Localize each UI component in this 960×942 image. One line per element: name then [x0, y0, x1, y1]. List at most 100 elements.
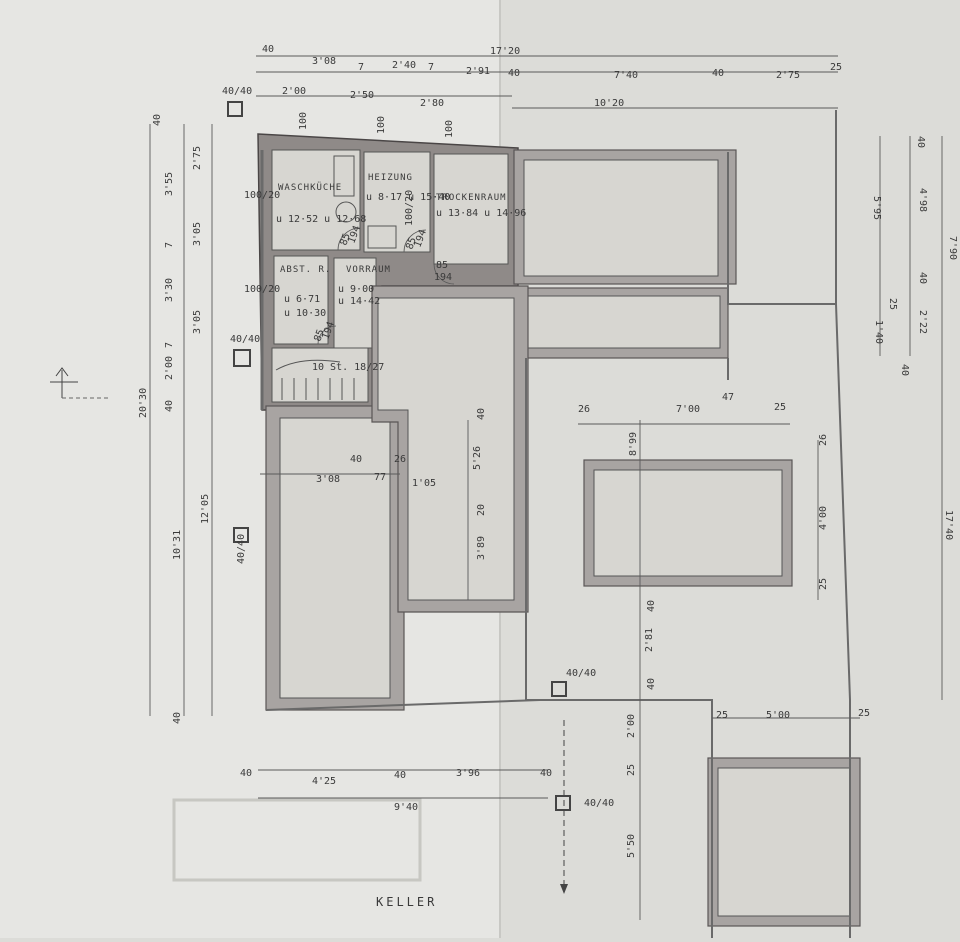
- area-heizung: u 8·17 u 15·40: [366, 192, 450, 203]
- dim-top1-0: 40: [262, 44, 274, 55]
- dim-left-3: 7: [164, 242, 175, 248]
- window-label-2: 100: [376, 116, 387, 134]
- dim-c-25e: 25: [858, 708, 870, 719]
- middle-room: [377, 297, 515, 601]
- dim-right-7: 1'40: [873, 320, 884, 344]
- dim-c-26b: 26: [578, 404, 590, 415]
- dim-c-200: 2'00: [626, 714, 637, 738]
- window-labels: 100 100 100 100/20 100/20 100/20: [244, 112, 455, 295]
- dim-bottom-0: 40: [240, 768, 252, 779]
- dims-left: 40 3'55 2'75 7 3'05 3'30 3'05 7 2'00 40 …: [138, 114, 211, 724]
- area-abstellraum-1: u 6·71: [284, 294, 320, 305]
- dims-top-row1: 40 3'08 7 2'40 7 2'91 40 7'40 40 2'75 25…: [262, 44, 842, 81]
- dim-c-40c: 40: [646, 600, 657, 612]
- column-1: [227, 101, 243, 117]
- column-label-2: 40/40: [230, 334, 260, 345]
- column-label-5: 40/40: [584, 798, 614, 809]
- stair-treads: [275, 359, 355, 400]
- dim-right-5: 25: [887, 298, 898, 310]
- dim-right-1: 5'95: [871, 196, 882, 220]
- room-heizung: [363, 151, 431, 253]
- door-swings: [317, 227, 455, 345]
- room-abstellraum: [273, 255, 329, 345]
- area-waschkueche: u 12·52 u 12·68: [276, 214, 366, 225]
- dim-c-25d: 25: [716, 710, 728, 721]
- faint-stamp-box: [172, 798, 422, 882]
- window-label-5: 100/20: [244, 284, 280, 295]
- stair-area: [271, 347, 369, 403]
- dim-c-20: 20: [476, 504, 487, 516]
- dim-left-2: 2'75: [192, 146, 203, 170]
- outer-line-a: [727, 152, 836, 305]
- area-trockenraum: u 13·84 u 14·96: [436, 208, 526, 219]
- column-3: [233, 527, 249, 543]
- dim-top1-6: 40: [508, 68, 520, 79]
- dim-c-40a: 40: [350, 454, 362, 465]
- dim-mid-top: 10'20: [594, 98, 624, 109]
- dim-left-9: 40: [164, 400, 175, 412]
- dims-bottom: 40 4'25 40 3'96 40 9'40: [240, 768, 552, 813]
- label-trockenraum: TROCKENRAUM: [436, 193, 507, 203]
- label-stair: 10 St. 18/27: [312, 362, 384, 373]
- dim-c-400: 4'00: [818, 506, 829, 530]
- dims-right: 40 5'95 4'98 7'90 40 25 2'22 1'40 40 17'…: [871, 136, 958, 540]
- room-trockenraum: [433, 153, 509, 265]
- outer-lines: [260, 110, 851, 938]
- dim-c-40b: 40: [476, 408, 487, 420]
- dim-top1-10: 25: [830, 62, 842, 73]
- door-label-5: 85: [436, 260, 448, 271]
- storage-top-right: [523, 159, 719, 277]
- dim-c-25b: 25: [818, 578, 829, 590]
- dim-c-47: 47: [722, 392, 734, 403]
- window-label-4: 100/20: [244, 190, 280, 201]
- dim-c-308: 3'08: [316, 474, 340, 485]
- dim-left-12: 10'31: [172, 530, 183, 560]
- window-label-1: 100: [298, 112, 309, 130]
- column-5: [555, 795, 571, 811]
- dim-c-40d: 40: [646, 678, 657, 690]
- door-label-7: 85: [312, 328, 326, 343]
- area-vorraum-1: u 9·00: [338, 284, 374, 295]
- dim-c-700: 7'00: [676, 404, 700, 415]
- left-room: [279, 417, 391, 699]
- dimension-lines: [149, 55, 943, 920]
- dim-c-26a: 26: [394, 454, 406, 465]
- label-heizung: HEIZUNG: [368, 173, 413, 183]
- dim-right-6: 2'22: [917, 310, 928, 334]
- dim-overall-top: 17'20: [490, 46, 520, 57]
- sink-fixture: [333, 155, 355, 197]
- column-label-3: 40/40: [236, 534, 247, 564]
- dim-left-4: 3'05: [192, 222, 203, 246]
- dim-c-550: 5'50: [626, 834, 637, 858]
- dim-c-25a: 25: [774, 402, 786, 413]
- label-abstellraum: ABST. R.: [280, 265, 331, 275]
- label-waschkueche: WASCHKÜCHE: [278, 182, 342, 193]
- boiler-fixture: [335, 201, 357, 223]
- columns: [227, 101, 571, 811]
- outer-line-c: [525, 358, 713, 938]
- dim-c-389: 3'89: [476, 536, 487, 560]
- section-mark: [50, 367, 110, 399]
- bottom-right-room: [717, 767, 851, 917]
- dim-left-1: 3'55: [164, 172, 175, 196]
- dim-left-11: 12'05: [200, 494, 211, 524]
- dims-top-row2: 2'00 2'50 2'80 10'20: [282, 86, 624, 109]
- dim-right-0: 40: [915, 136, 926, 148]
- label-vorraum: VORRAUM: [346, 265, 391, 275]
- dim-top1-9: 2'75: [776, 70, 800, 81]
- outer-line-d: [265, 699, 541, 711]
- dim-c-526: 5'26: [472, 446, 483, 470]
- door-label-1: 85: [338, 232, 352, 247]
- dim-right-8: 40: [899, 364, 910, 376]
- dim-left-8: 2'00: [164, 356, 175, 380]
- dim-c-105: 1'05: [412, 478, 436, 489]
- column-label-4: 40/40: [566, 668, 596, 679]
- storage-mid-right: [525, 295, 721, 349]
- dim-overall-bottom: 9'40: [394, 802, 418, 813]
- dim-top1-8: 40: [712, 68, 724, 79]
- walls: [257, 133, 861, 927]
- window-label-3: 100: [444, 120, 455, 138]
- dim-c-500: 5'00: [766, 710, 790, 721]
